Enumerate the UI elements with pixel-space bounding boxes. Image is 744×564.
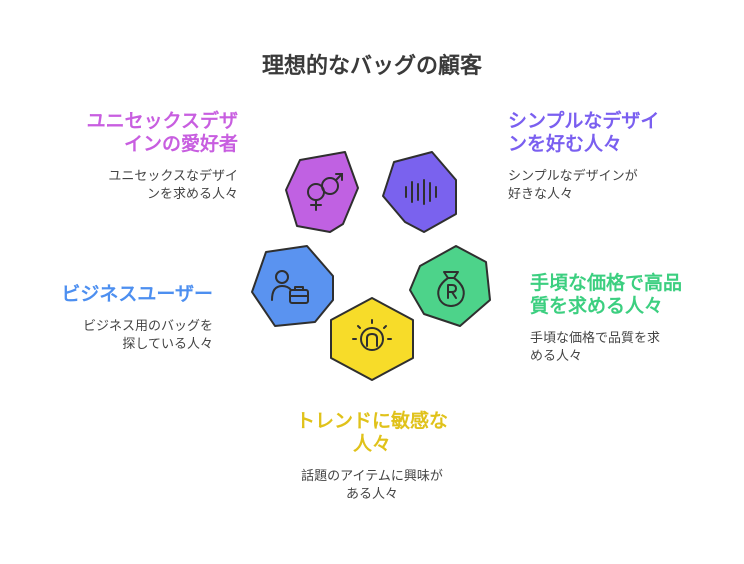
hex-business <box>251 245 334 327</box>
unisex-heading: ユニセックスデザ インの愛好者 <box>86 110 238 155</box>
business-description: ビジネス用のバッグを 探している人々 <box>82 319 213 352</box>
trend-description: 話題のアイテムに興味が ある人々 <box>301 469 443 502</box>
money-bag-icon <box>437 271 465 307</box>
simple-heading: シンプルなデザイ ンを好む人々 <box>508 110 660 155</box>
businessperson-icon <box>271 270 309 304</box>
quality-heading: 手頃な価格で高品 質を求める人々 <box>530 272 683 317</box>
diagram-title: 理想的なバッグの顧客 <box>261 54 482 79</box>
business-heading: ビジネスユーザー <box>61 283 213 305</box>
hex-simple <box>382 151 457 233</box>
hex-trend <box>330 297 414 381</box>
lightbulb-icon <box>352 319 392 351</box>
quality-description: 手頃な価格で品質を求 める人々 <box>530 331 661 364</box>
unisex-description: ユニセックスなデザイ ンを求める人々 <box>108 169 238 202</box>
waveform-icon <box>405 179 437 205</box>
trend-heading: トレンドに敏感な 人々 <box>295 410 448 455</box>
gender-icon <box>307 173 343 211</box>
hex-quality <box>409 245 491 327</box>
simple-description: シンプルなデザインが 好きな人々 <box>508 169 638 202</box>
hex-unisex <box>285 151 359 233</box>
